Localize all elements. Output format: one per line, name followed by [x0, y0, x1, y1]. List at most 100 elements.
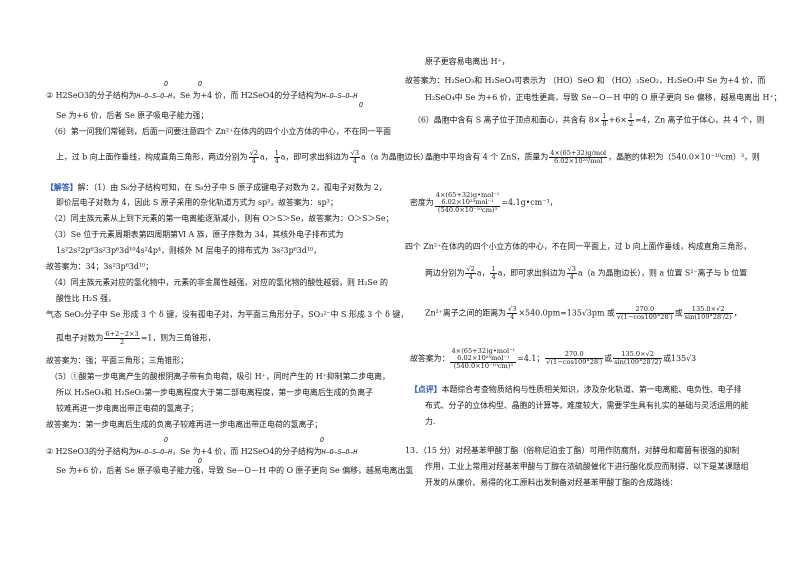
text-span: ，Se 为+4 价，而 H2SeO4的分子结构为	[172, 447, 322, 456]
text-line: （5）①酸第一步电离产生的酸根阴离子带有负电荷，吸引 H⁺，同时产生的 H⁺抑制…	[50, 372, 390, 381]
text-span: ② H2SeO3的分子结构为	[46, 91, 137, 100]
numerator: 270.0	[615, 306, 674, 314]
numerator-bottom: 6.02×10²³mol⁻¹	[457, 353, 510, 362]
text-line: 故答案为：第一步电离后生成的负离子较难再进一步电离出带正电荷的氢离子；	[46, 420, 323, 429]
text-line: 【点评】本题综合考查物质结构与性质相关知识，涉及杂化轨道、第一电离能、电负性、电…	[410, 385, 741, 395]
text-line: H₂SeO₄中 Se 为+6 价，正电性更高，导致 Se－O－H 中的 O 原子…	[425, 93, 782, 102]
denominator: 6.02×10²³/mol	[553, 156, 603, 165]
denominator: 4	[569, 272, 574, 281]
text-line: 故答案为：H₂SeO₃和 H₂SeO₄可表示为 （HO）SeO 和 （HO）₂S…	[405, 76, 766, 85]
denominator: √(1−cos109°28′)	[546, 358, 603, 367]
structure-h2seo4-bot: O	[359, 101, 363, 109]
text-line: 气态 SeO₃分子中 Se 形成 3 个 δ 键，没有孤电子对，为平面三角形分子…	[46, 310, 409, 319]
denominator: 4	[491, 272, 496, 281]
answer-label: 【解答】	[46, 183, 78, 192]
numerator: 270.0	[545, 351, 604, 360]
denominator: (540.0×10⁻¹⁰cm)³	[453, 361, 513, 370]
text-line: 四个 Zn²⁺在体内的四个小立方体的中心，不在同一平面上，过 b 向上面作垂线，…	[405, 242, 752, 251]
numerator: 1	[490, 265, 497, 274]
fraction: 270.0√(1−cos109°28′)	[615, 306, 674, 321]
numerator: √3	[349, 149, 361, 158]
text-span: 或135√3	[663, 353, 697, 363]
denominator: sin(109°28′/2)	[684, 312, 732, 321]
denominator: sin(109°28′/2)	[614, 358, 662, 367]
text-span: ×540.0pm=135√3pm 或	[518, 308, 615, 318]
structure-h2seo4: H—O—S—O—H	[321, 92, 358, 100]
text-line: 故答案为：34；3s²3p⁶3d¹⁰；	[46, 262, 154, 271]
text-line: Se 为+6 价，后者 Se 原子吸电子能力强；	[56, 111, 209, 120]
question-13: 13．（15 分）对羟基苯甲酸丁酯（俗称尼泊金丁酯）可用作防腐剂，对酵母和霉菌有…	[405, 446, 740, 455]
text-span: ，	[733, 308, 742, 318]
text-line: 酸性比 H₂S 强，	[56, 294, 116, 303]
text-span: a（a 为晶胞边长），则 a 位置 S²⁻离子与 b 位置	[577, 268, 748, 278]
denominator: 2	[119, 337, 125, 346]
text-line: 开发的从廉价、易得的化工原料出发制备对羟基苯甲酸丁酯的合成路线：	[425, 478, 678, 487]
numerator-bottom: 6.02×10²³mol⁻¹	[441, 197, 494, 206]
text-line: 力.	[425, 417, 436, 426]
text-span: a，即可求出斜边为	[497, 268, 566, 278]
text-span: ，Se 为+4 价，而 H2SeO4的分子结构为	[172, 91, 322, 100]
text-span: ② H2SeO3的分子结构为	[46, 447, 137, 456]
text-line: 原子更容易电离出 H⁺，	[425, 57, 510, 66]
structure-h2seo3: H—O—S—O—H	[136, 92, 173, 100]
numerator: 6+2−2×3	[104, 330, 140, 339]
structure-h2seo4-top: O	[198, 80, 202, 88]
text-span: （6）晶胞中含有 S 离子位于顶点和面心，共含有 8×	[413, 115, 601, 125]
numerator: √2	[248, 149, 259, 158]
text-line: Se 为+6 价，后者 Se 原子吸电子能力强，导致 Se－O－H 中的 O 原…	[56, 466, 414, 475]
numerator-top: 4×(65+32)g•mol⁻¹	[435, 191, 500, 199]
text-line: （3）Se 位于元素周期表第四周期第Ⅵ A 族，原子序数为 34，其核外电子排布…	[50, 230, 344, 239]
text-line: 1s²2s²2p⁶3s²3p⁶3d¹⁰4s²4p⁴，则核外 M 层电子的排布式为…	[56, 246, 322, 255]
text-span: Zn²⁺离子之间的距离为	[425, 308, 507, 318]
text-line: （2）同主族元素从上到下元素的第一电离能逐渐减小，则有 O＞S＞Se，故答案为：…	[50, 214, 394, 223]
text-span: 本题综合考查物质结构与性质相关知识，涉及杂化轨道、第一电离能、电负性、电子排	[441, 385, 742, 394]
denominator: 4	[251, 156, 256, 165]
text-span: =4.1；	[517, 353, 545, 363]
text-line: 故答案为：强；平面三角形；三角锥形；	[46, 356, 189, 365]
text-span: 解：（1）由 S₈分子结构可知，在 S₈分子中 S 原子成键电子对数为 2，孤电…	[77, 183, 387, 192]
text-span: 故答案为：	[410, 353, 450, 363]
denominator: 4	[468, 272, 473, 281]
structure-h2seo3-top: O	[164, 80, 168, 88]
text-span: a，	[259, 152, 273, 162]
text-line: 作用，工业上常用对羟基苯甲酸与丁醇在浓硫酸催化下进行酯化反应而制得．以下是某课题…	[425, 462, 749, 471]
structure-top: O	[164, 436, 168, 444]
structure-h2seo4: H—O—S—O—H	[321, 448, 358, 456]
text-span: 孤电子对数为	[56, 333, 104, 343]
text-span: 两边分别为	[425, 268, 465, 278]
text-line: ② H2SeO3的分子结构为H—O—S—O—H，Se 为+4 价，而 H2SeO…	[46, 91, 357, 101]
numerator: 135.0×√2	[683, 306, 733, 314]
text-span: 密度为	[410, 197, 434, 207]
numerator: 1	[273, 149, 280, 158]
text-span: 上，过 b 向上面作垂线，构成直角三角形，两边分别为	[56, 152, 248, 162]
text-span: ，晶胞的体积为（540.0×10⁻¹⁰cm）³，则	[608, 152, 760, 162]
denominator: 4	[274, 156, 279, 165]
numerator: √3	[507, 305, 518, 314]
comment-label: 【点评】	[410, 385, 442, 394]
numerator-top: 4×(65+32)g•mol⁻¹	[451, 347, 516, 355]
text-line: 【解答】解：（1）由 S₈分子结构可知，在 S₈分子中 S 原子成键电子对数为 …	[46, 183, 387, 193]
numerator: 4×(65+32)g/mol	[549, 149, 608, 158]
text-span: 晶胞中平均含有 4 个 ZnS，质量为	[425, 152, 549, 162]
numerator: 1	[627, 112, 635, 121]
structure-top: O	[320, 436, 324, 444]
text-line: （6）第一问我们常碰到，后面一问要注意四个 Zn²⁺在体内的四个小立方体的中心，…	[50, 127, 392, 136]
